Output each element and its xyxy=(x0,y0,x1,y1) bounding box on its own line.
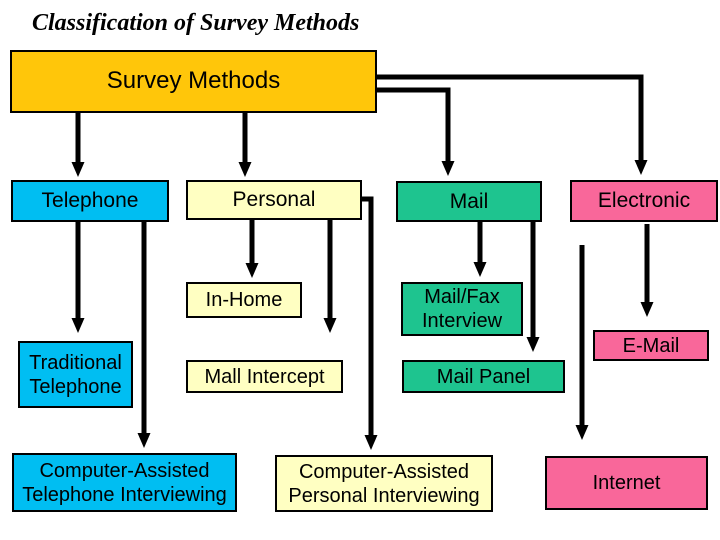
node-internet: Internet xyxy=(545,456,708,510)
node-in-home: In-Home xyxy=(186,282,302,318)
node-personal: Personal xyxy=(186,180,362,220)
slide-title: Classification of Survey Methods xyxy=(32,10,360,36)
arrow-personal-to-capi xyxy=(362,196,378,450)
node-mail-panel: Mail Panel xyxy=(402,360,565,393)
node-capi: Computer-Assisted Personal Interviewing xyxy=(275,455,493,512)
node-mail-fax-interview: Mail/Fax Interview xyxy=(401,282,523,336)
node-mail: Mail xyxy=(396,181,542,222)
node-telephone: Telephone xyxy=(11,180,169,222)
node-electronic: Electronic xyxy=(570,180,718,222)
node-cati: Computer-Assisted Telephone Interviewing xyxy=(12,453,237,512)
node-mall-intercept: Mall Intercept xyxy=(186,360,343,393)
node-traditional-telephone: Traditional Telephone xyxy=(18,341,133,408)
node-e-mail: E-Mail xyxy=(593,330,709,361)
arrow-root-to-electronic xyxy=(377,74,648,175)
arrow-root-to-mail xyxy=(377,87,455,176)
node-survey-methods: Survey Methods xyxy=(10,50,377,113)
